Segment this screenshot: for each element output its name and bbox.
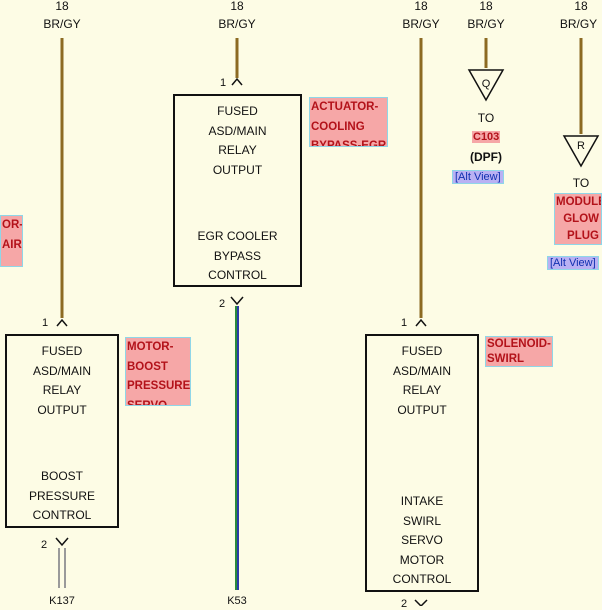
offpage-triangle-r [562,135,600,168]
egr-pin-out: 2 [219,298,226,310]
label-k53: K53 [227,595,247,607]
boost-line: BOOST [40,469,83,483]
egr-pin-in: 1 [220,77,227,89]
egr-relay-box[interactable]: FUSED ASD/MAIN RELAY OUTPUT EGR COOLER B… [173,94,302,287]
swirl-line: RELAY [402,383,442,397]
egr-line: ASD/MAIN [208,123,267,138]
egr-line: BYPASS [213,248,262,263]
wire-4-color: BR/GY [467,17,505,31]
wire-2-gauge: 18 [230,0,244,13]
swirl-line: CONTROL [392,572,452,586]
offpage-r-alt-view-link[interactable]: [Alt View] [547,256,599,270]
boost-line: CONTROL [32,508,92,522]
wire-3-color: BR/GY [402,17,440,31]
offpage-r-letter: R [577,140,585,152]
offpage-triangle-q [467,69,505,102]
swirl-relay-box[interactable]: FUSED ASD/MAIN RELAY OUTPUT INTAKE SWIRL… [365,334,479,592]
boost-line: OUTPUT [37,402,87,417]
swirl-line: INTAKE [400,494,444,508]
boost-line: RELAY [42,383,82,397]
swirl-pin-in: 1 [401,317,408,329]
egr-line: CONTROL [208,268,267,282]
pin-chevron-swirl-in [415,318,427,327]
offpage-q-letter: Q [481,78,491,90]
swirl-line: SWIRL [402,513,441,528]
egr-line: OUTPUT [212,162,263,177]
pin-chevron-egr-in [231,77,243,86]
pin-chevron-egr-out [230,296,244,306]
offpage-r-to: TO [572,176,590,190]
swirl-line: ASD/MAIN [392,363,451,378]
pin-chevron-boost-in [56,318,68,327]
boost-line: ASD/MAIN [32,363,91,378]
boost-line: FUSED [41,344,83,358]
component-left-partial[interactable]: OR-AIR [0,215,23,267]
pin-chevron-swirl-out [414,599,428,606]
offpage-q-sub: (DPF) [470,150,502,164]
egr-line: EGR COOLER [197,229,278,243]
label-k137: K137 [49,595,75,607]
wire-2-color: BR/GY [218,17,256,31]
boost-pin-in: 1 [42,317,49,329]
boost-pin-out: 2 [41,539,48,551]
offpage-q-alt-view-link[interactable]: [Alt View] [452,170,504,184]
swirl-pin-out: 2 [401,598,408,610]
egr-line: FUSED [217,104,258,118]
egr-line: RELAY [218,143,257,157]
swirl-line: FUSED [401,344,443,358]
boost-relay-box[interactable]: FUSED ASD/MAIN RELAY OUTPUT BOOST PRESSU… [5,334,119,528]
swirl-line: OUTPUT [397,402,447,417]
component-solenoid-swirl[interactable]: SOLENOID-SWIRL [485,336,553,367]
wire-3-gauge: 18 [414,0,428,13]
wire-4-gauge: 18 [479,0,493,13]
connector-c103-link[interactable]: C103 [472,131,501,143]
wire-1-gauge: 18 [55,0,69,13]
wire-5-color: BR/GY [559,18,598,31]
swirl-line: MOTOR [399,552,445,567]
offpage-q-to: TO [477,111,495,125]
wire-5-gauge: 18 [574,0,588,13]
pin-chevron-boost-out [55,537,69,547]
boost-line: PRESSURE [28,488,96,503]
wire-1-color: BR/GY [43,17,81,31]
swirl-line: SERVO [401,533,443,547]
